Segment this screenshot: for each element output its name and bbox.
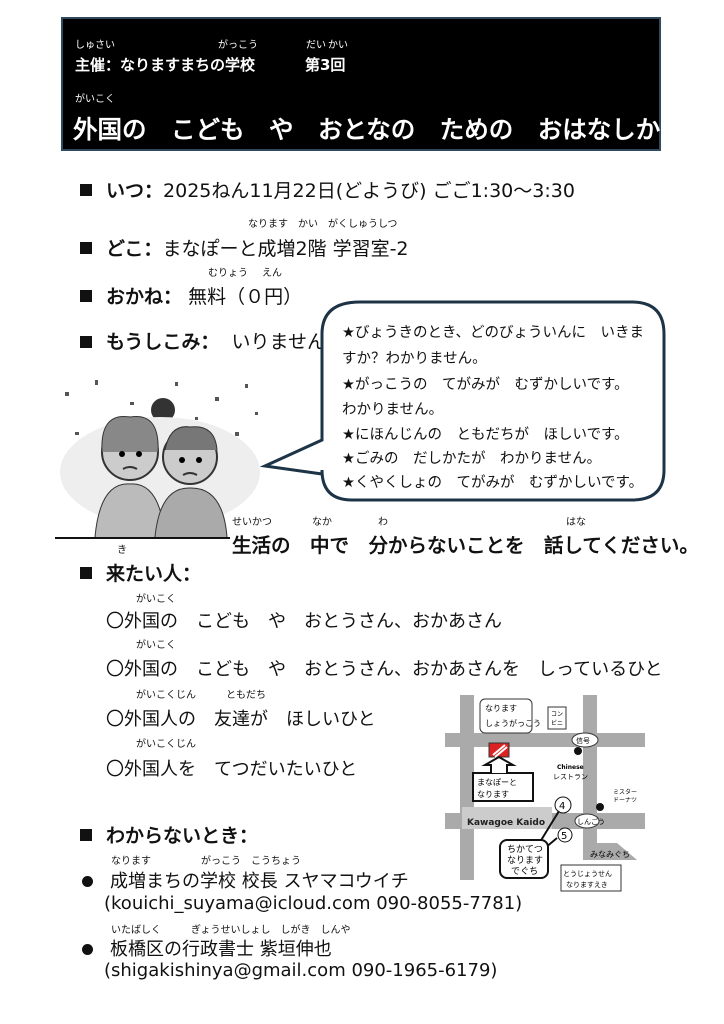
bullet-square	[80, 829, 92, 841]
ruby-text: はな	[566, 517, 586, 528]
bubble-line: ★ごみの だしかたが わかりません。	[342, 451, 602, 467]
map-label: レストラン	[553, 773, 588, 781]
ruby-text: えん	[262, 268, 282, 279]
apply-value: いりません	[231, 331, 326, 353]
worried-people-illustration	[60, 380, 260, 537]
contact-name: 板橋区の行政書士 紫垣伸也	[110, 939, 332, 960]
bubble-line: ★びょうきのとき、どのびょういんに いきま	[342, 325, 644, 341]
bullet-square	[80, 184, 92, 196]
ruby-text: だい	[306, 40, 326, 51]
bullet-square	[80, 336, 92, 348]
ruby-text: がいこく	[75, 94, 115, 105]
who-item: 〇外国の こども や おとうさん、おかあさん	[106, 611, 502, 632]
who-item: 〇外国人の 友達が ほしいひと	[106, 709, 376, 730]
map-label: 5	[561, 831, 567, 842]
ruby-text: き	[117, 545, 127, 556]
map-label: ビニ	[551, 719, 563, 727]
bubble-line: ★がっこうの てがみが むずかしいです。	[342, 377, 629, 393]
ruby-text: かい	[328, 40, 348, 51]
ruby-text: むりょう	[208, 268, 248, 279]
contact-detail: (shigakishinya@gmail.com 090-1965-6179)	[104, 960, 498, 981]
edition: 第3回	[305, 56, 346, 74]
main-message: 生活の 中で 分からないことを 話してください。	[232, 534, 699, 557]
map-label: なります	[485, 704, 517, 713]
who-item: 〇外国人を てつだいたいひと	[106, 759, 358, 780]
map-label: なります	[507, 855, 543, 866]
ruby-text: がいこくじん	[136, 739, 196, 750]
ruby-text: わ	[378, 517, 388, 528]
bubble-line: ★くやくしょの てがみが むずかしいです。	[342, 475, 644, 491]
map-label: とうじょうせん	[563, 870, 612, 878]
bubble-line: すか？わかりません。	[342, 351, 487, 367]
map-label: なります	[477, 790, 509, 799]
bullet-square	[80, 290, 92, 302]
map-label: でぐち	[511, 866, 538, 877]
money-label: おかね：	[106, 286, 183, 308]
ruby-text: がいこく	[136, 594, 176, 605]
ruby-text: がっこう	[218, 40, 258, 51]
map-label: Chinese	[557, 764, 584, 771]
ruby-text: がいこくじん ともだち	[136, 690, 266, 701]
bubble-line: わかりません。	[342, 402, 444, 418]
access-map: なります しょうがっこう コン ビニ 信号 Chinese レストラン まなぽー…	[445, 695, 645, 893]
ruby-text: なか	[312, 517, 332, 528]
bullet-square	[80, 567, 92, 579]
map-label: まなぽーと	[477, 778, 517, 787]
bullet-dot	[82, 944, 93, 955]
page-title: 外国の こども や おとなの ための おはなしかい	[73, 115, 685, 144]
map-road-label: Kawagoe Kaido	[467, 818, 545, 828]
when-value: 2025ねん11月22日(どようび) ごご1:30～3:30	[163, 180, 575, 202]
bullet-square	[80, 242, 92, 254]
bubble-line: ★にほんじんの ともだちが ほしいです。	[342, 427, 629, 443]
map-label: しんごう	[577, 817, 605, 826]
map-label: なりますえき	[566, 881, 608, 889]
who-item: 〇外国の こども や おとうさん、おかあさんを しっているひと	[106, 659, 663, 680]
money-value: 無料（０円）	[188, 286, 303, 308]
ruby-text: なります かい がくしゅうしつ	[248, 219, 398, 230]
ruby-text: しゅさい	[75, 40, 115, 51]
map-label: みなみぐち	[590, 850, 630, 859]
contact-name: 成増まちの学校 校長 スヤマコウイチ	[110, 871, 409, 892]
map-label: 信号	[576, 736, 590, 745]
header-banner: しゅさい がっこう だい かい 主催：なりますまちの学校 第3回 がいこく 外国…	[61, 17, 685, 151]
who-label: 来たい人：	[106, 563, 202, 585]
map-label: コン	[551, 711, 563, 718]
ruby-text: なります がっこう こうちょう	[111, 856, 301, 867]
ruby-text: がいこく	[136, 640, 176, 651]
when-label: いつ：	[106, 180, 164, 202]
map-label: ドーナツ	[613, 797, 637, 804]
apply-label: もうしこみ：	[106, 331, 220, 353]
map-label: しょうがっこう	[485, 718, 541, 728]
where-value: まなぽーと成増2階 学習室-2	[162, 238, 409, 260]
where-label: どこ：	[106, 238, 163, 260]
contact-label: わからないとき：	[106, 825, 259, 847]
map-label: ちかてつ	[507, 844, 543, 855]
map-label: 4	[559, 801, 565, 812]
contact-detail: (kouichi_suyama@icloud.com 090-8055-7781…	[104, 893, 523, 914]
organizer: 主催：なりますまちの学校	[75, 56, 256, 74]
map-label: ミスター	[613, 788, 637, 796]
bullet-dot	[82, 876, 93, 887]
ruby-text: いたばしく ぎょうせいしょし しがき しんや	[111, 925, 351, 936]
divider	[55, 537, 230, 539]
ruby-text: せいかつ	[232, 517, 272, 528]
